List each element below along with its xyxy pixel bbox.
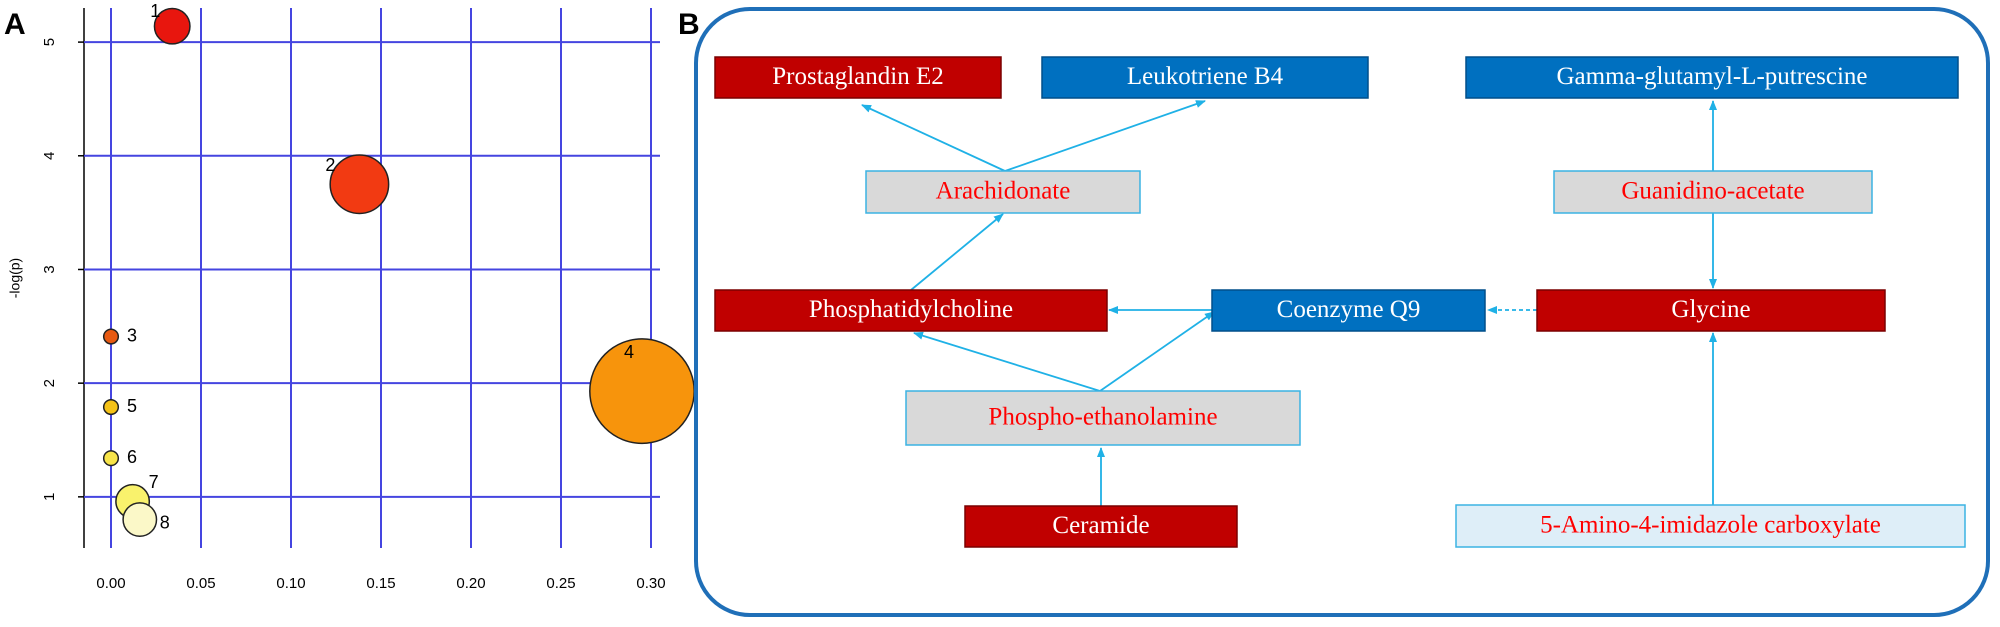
- node-box: [865, 170, 1141, 214]
- node-label: 5-Amino-4-imidazole carboxylate: [1540, 512, 1881, 539]
- x-tick-label: 0.10: [276, 575, 305, 592]
- node-coenzyme: Coenzyme Q9: [1211, 289, 1486, 332]
- node-phosphatidyl: Phosphatidylcholine: [714, 289, 1108, 332]
- data-point-label: 3: [127, 325, 137, 345]
- data-point-label: 1: [150, 1, 160, 21]
- y-tick-label: 2: [41, 379, 58, 387]
- data-point-8: [122, 502, 158, 538]
- node-glycine: Glycine: [1536, 289, 1886, 332]
- arrow-phosphoeth-to-phosphatidyl: [913, 331, 1101, 392]
- y-tick-label: 4: [41, 152, 58, 160]
- y-axis-label: -log(p): [7, 258, 23, 298]
- node-gamma: Gamma-glutamyl-L-putrescine: [1465, 56, 1959, 99]
- data-point-5: [102, 398, 120, 416]
- arrow-phosphatidyl-to-arachidonate: [910, 213, 1004, 291]
- x-tick-label: 0.25: [546, 575, 575, 592]
- arrow-phosphoeth-to-coenzyme: [1099, 311, 1215, 392]
- panel-label-b: B: [678, 8, 700, 41]
- data-point-label: 4: [624, 342, 634, 362]
- data-point-label: 8: [160, 512, 170, 532]
- node-box: [1041, 56, 1369, 99]
- data-point-4: [589, 338, 695, 445]
- data-point-6: [102, 450, 120, 467]
- data-point-3: [102, 328, 120, 345]
- node-box: [1536, 289, 1886, 332]
- arrow-arachidonate-to-leukotriene: [1004, 100, 1206, 172]
- node-ceramide: Ceramide: [964, 505, 1238, 548]
- node-label: Guanidino-acetate: [1621, 178, 1804, 205]
- node-box: [1211, 289, 1486, 332]
- arrow-arachidonate-to-prostaglandin: [861, 104, 1006, 172]
- node-label: Ceramide: [1052, 512, 1149, 539]
- pathway-diagram: Prostaglandin E2 Leukotriene B4 Gamma-glut…: [694, 7, 1990, 617]
- node-arachidonate: Arachidonate: [865, 170, 1141, 214]
- node-label: Prostaglandin E2: [772, 63, 944, 90]
- data-point-label: 7: [149, 472, 159, 492]
- node-label: Arachidonate: [936, 178, 1071, 205]
- pathway-frame: [694, 7, 1990, 617]
- x-tick-label: 0.05: [186, 575, 215, 592]
- node-box: [964, 505, 1238, 548]
- node-label: Glycine: [1671, 296, 1750, 323]
- node-box: [1465, 56, 1959, 99]
- node-box: [1455, 504, 1966, 548]
- data-point-label: 6: [127, 447, 137, 467]
- node-leukotriene: Leukotriene B4: [1041, 56, 1369, 99]
- x-tick-label: 0.30: [636, 575, 665, 592]
- scatter-plot: 0.00 0.05 0.10 0.15 0.20 0.25 0.30 1 2 3 4 5 -log(p)…: [7, 1, 695, 592]
- node-label: Gamma-glutamyl-L-putrescine: [1557, 63, 1868, 90]
- x-tick-label: 0.20: [456, 575, 485, 592]
- node-box: [905, 390, 1301, 446]
- x-tick-label: 0.15: [366, 575, 395, 592]
- node-box: [1553, 170, 1873, 214]
- data-point-label: 5: [127, 396, 137, 416]
- x-tick-label: 0.00: [96, 575, 125, 592]
- data-point-1: [153, 7, 191, 45]
- y-tick-label: 3: [41, 265, 58, 273]
- node-label: Leukotriene B4: [1127, 63, 1284, 90]
- node-phosphoeth: Phospho-ethanolamine: [905, 390, 1301, 446]
- y-tick-label: 5: [41, 38, 58, 46]
- y-tick-label: 1: [41, 493, 58, 501]
- node-guanidino: Guanidino-acetate: [1553, 170, 1873, 214]
- data-point-label: 2: [325, 155, 335, 175]
- node-label: Coenzyme Q9: [1277, 296, 1421, 323]
- node-amino: 5-Amino-4-imidazole carboxylate: [1455, 504, 1966, 548]
- node-label: Phospho-ethanolamine: [988, 404, 1217, 431]
- node-box: [714, 289, 1108, 332]
- node-box: [714, 56, 1002, 99]
- node-label: Phosphatidylcholine: [809, 296, 1013, 323]
- panel-label-a: A: [4, 8, 26, 41]
- data-point-2: [329, 154, 390, 215]
- node-prostaglandin: Prostaglandin E2: [714, 56, 1002, 99]
